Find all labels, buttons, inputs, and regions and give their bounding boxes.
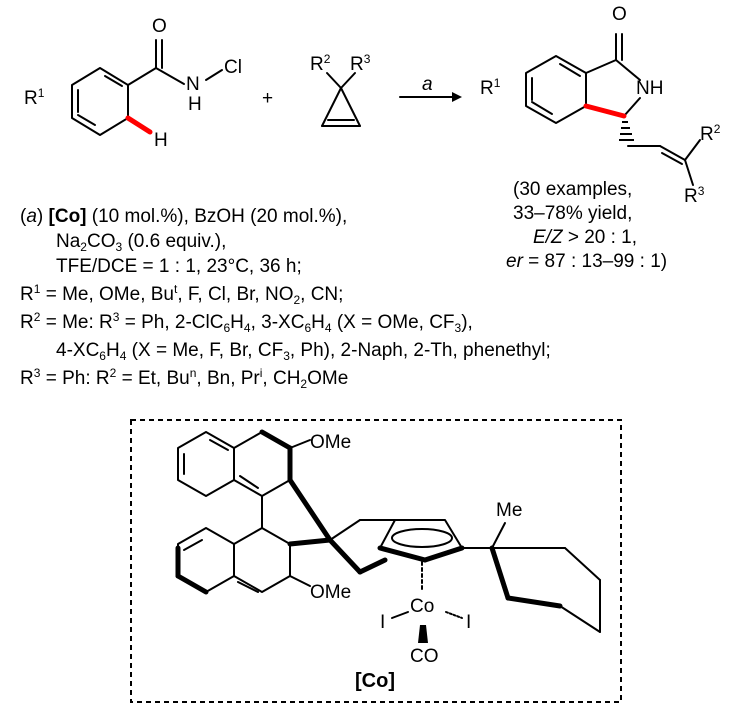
conditions-line-2: Na2CO3 (0.6 equiv.), [56,231,227,254]
summary-examples: (30 examples, [513,179,633,200]
amide-hydrogen: H [188,94,202,115]
substituents-r2-continued: 4-XC6H4 (X = Me, F, Br, CF3, Ph), 2-Naph… [56,340,551,363]
arrow-label: a [422,74,433,95]
substituents-r3: R3 = Ph: R2 = Et, Bun, Bn, Pri, CH2OMe [20,366,349,391]
product-nh: NH [636,78,664,99]
product-structure [525,33,701,186]
product-oxygen: O [612,4,627,25]
reaction-arrow [399,92,462,102]
amide-chlorine: Cl [224,57,242,78]
catalyst-structure [175,429,601,643]
conditions-line-1: (a) [Co] (10 mol.%), BzOH (20 mol.%), [20,206,348,227]
catalyst-ome-bottom: OMe [310,582,352,603]
product-r1: R1 [480,76,501,99]
catalyst-cobalt: Co [410,596,435,617]
amide-oxygen: O [152,16,167,37]
product-r3: R3 [684,184,705,207]
catalyst-iodide-left: I [380,612,386,633]
catalyst-iodide-right: I [466,612,472,633]
cyclopropene-r3: R3 [350,52,371,75]
catalyst-label: [Co] [355,670,395,692]
cyclopropene-r2: R2 [310,52,331,75]
catalyst-ome-top: OMe [310,432,352,453]
substrate-r1: R1 [24,86,45,109]
arene-ch-hydrogen: H [154,130,168,151]
substituents-r1: R1 = Me, OMe, But, F, Cl, Br, NO2, CN; [20,282,344,307]
catalyst-carbonyl: CO [410,646,439,667]
summary-yield: 33–78% yield, [513,203,633,224]
catalyst-box [130,419,622,703]
plus-sign: + [262,88,274,109]
product-r2: R2 [700,122,721,145]
summary-ez-ratio: E/Z > 20 : 1, [533,227,638,248]
summary-er: er = 87 : 13–99 : 1) [506,251,668,272]
amide-nitrogen: N [186,74,200,95]
cyclopropene-structure [321,72,361,127]
catalyst-me: Me [496,500,523,521]
conditions-line-3: TFE/DCE = 1 : 1, 23°C, 36 h; [56,256,302,277]
benzamide-structure [71,39,223,136]
substituents-r2: R2 = Me: R3 = Ph, 2-ClC6H4, 3-XC6H4 (X =… [20,310,473,335]
